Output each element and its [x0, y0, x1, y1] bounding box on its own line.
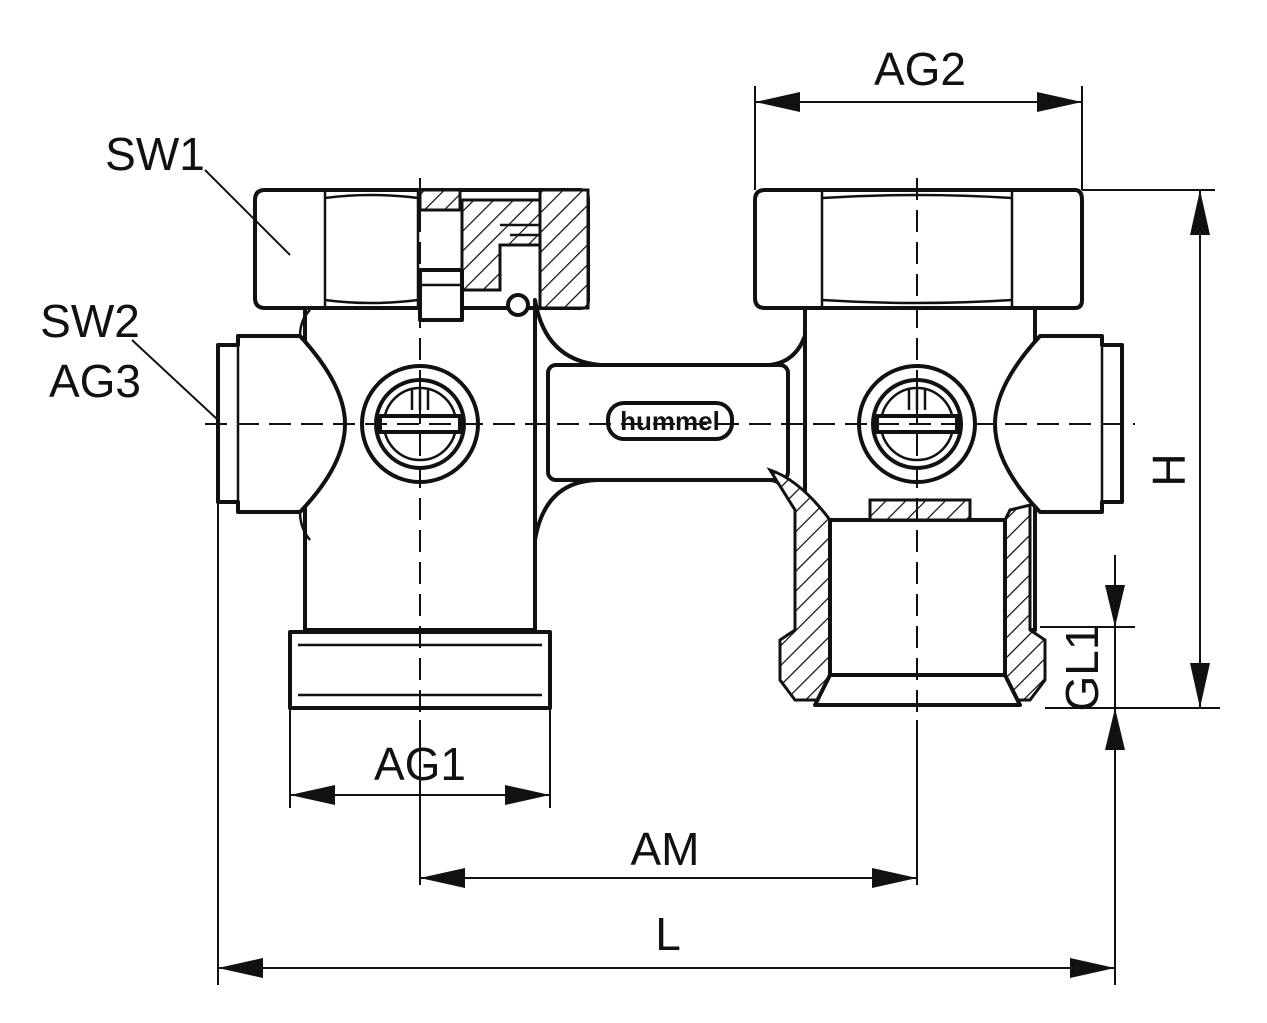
- label-l: L: [655, 908, 681, 960]
- label-ag3: AG3: [49, 355, 141, 407]
- centerlines: [205, 178, 1135, 720]
- left-valve-body: [216, 306, 552, 710]
- left-union-nut: [253, 188, 590, 322]
- labels: SW1 SW2 AG3 AG2 AG1 AM L H GL1: [40, 43, 1195, 960]
- bridge-body: hummel: [533, 298, 812, 542]
- label-ag1: AG1: [374, 738, 466, 790]
- label-h: H: [1143, 453, 1195, 486]
- dimensions: [131, 86, 1220, 985]
- label-am: AM: [631, 823, 700, 875]
- label-sw1: SW1: [105, 128, 205, 180]
- label-sw2: SW2: [40, 295, 140, 347]
- label-gl1: GL1: [1056, 625, 1108, 712]
- right-union-nut: [753, 188, 1084, 310]
- brand-logo-text: hummel: [620, 406, 720, 436]
- label-ag2: AG2: [874, 43, 966, 95]
